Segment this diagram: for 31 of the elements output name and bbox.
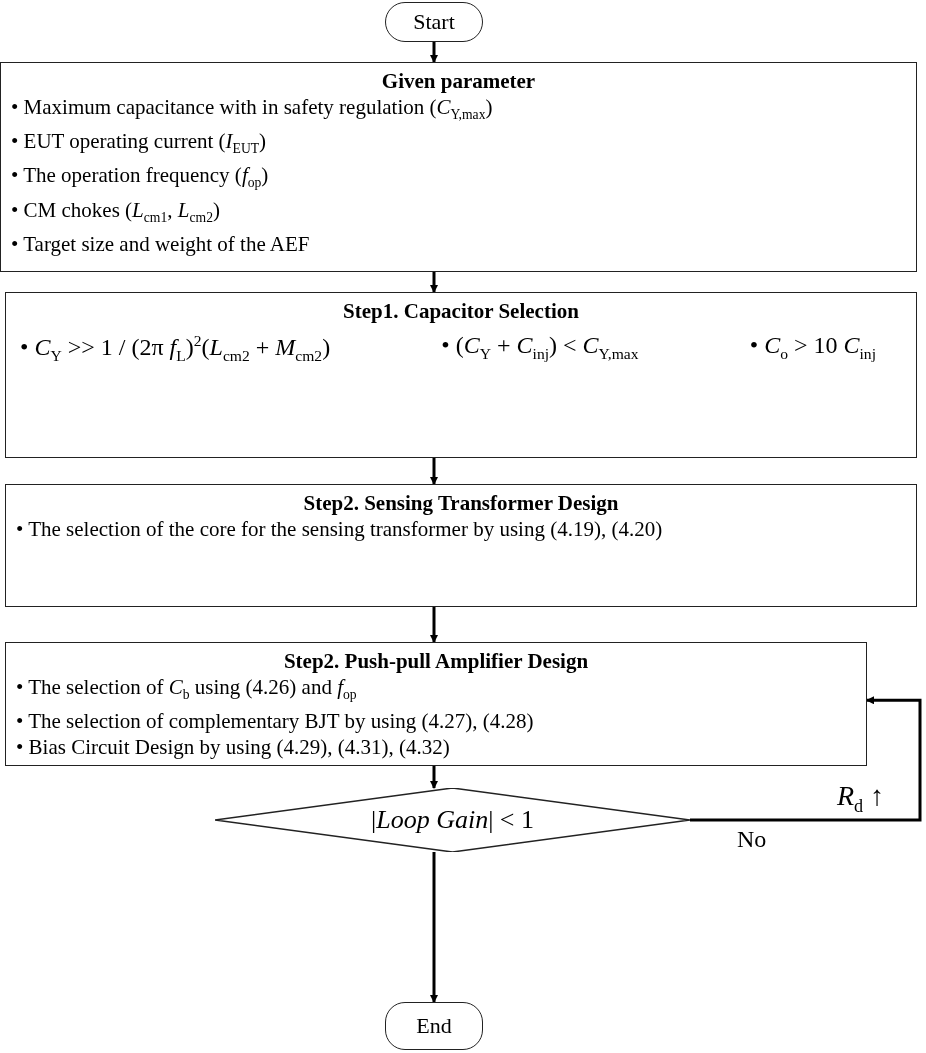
bullet-text: • Target size and weight of the AEF: [11, 230, 311, 257]
bullet-text: • The selection of complementary BJT by using (4.27), (4.28): [16, 708, 535, 735]
process-box: [5, 484, 917, 607]
box-heading: Step2. Push-pull Amplifier Design: [282, 649, 590, 674]
bullet-text: • The selection of the core for the sensing transformer by using (4.19), (4.20): [16, 516, 664, 542]
bullet-text: • CM chokes (L$_{cm1}$, L$_{cm2}$): [11, 196, 221, 227]
process-box: [5, 642, 867, 766]
bullet-text: • Bias Circuit Design by using (4.29), (4.31), (4.32): [16, 734, 451, 761]
bullet-text: • The selection of C$_{b}$ using (4.26) and f$_{op}$: [16, 674, 358, 705]
formula: • C$_{Y}$ >> 1 / (2π f$_{L}$)$^{2}$(L$_{cm2}$ + M$_{cm2}$): [20, 332, 331, 365]
bullet-text: • Maximum capacitance with in safety regulation (C$_{Y,max}$): [11, 94, 494, 125]
formula: • (C$_{Y}$ + C$_{inj}$) < C$_{Y,max}$: [441, 332, 639, 364]
arrow: [430, 852, 438, 1003]
terminal-box: Start: [385, 2, 483, 42]
box-heading: Step1. Capacitor Selection: [342, 299, 580, 324]
decision-diamond: [215, 788, 690, 852]
arrow: [430, 272, 438, 293]
condition-text: |Loop Gain| < 1: [370, 805, 535, 835]
process-box: [0, 62, 917, 272]
arrow: [430, 458, 438, 485]
arrow: [430, 766, 438, 789]
arrow: [430, 607, 438, 643]
bullet-text: • EUT operating current (I$_{EUT}$): [11, 128, 268, 159]
box-heading: Step2. Sensing Transformer Design: [302, 491, 620, 516]
arrow: [430, 42, 438, 63]
formula: • C$_{o}$ > 10 C$_{inj}$: [749, 332, 876, 364]
terminal-box: End: [385, 1002, 483, 1050]
box-heading: Given parameter: [380, 69, 537, 94]
arrow: [690, 696, 922, 822]
process-box: [5, 292, 917, 458]
bullet-text: • The operation frequency (f$_{op}$): [11, 162, 270, 193]
